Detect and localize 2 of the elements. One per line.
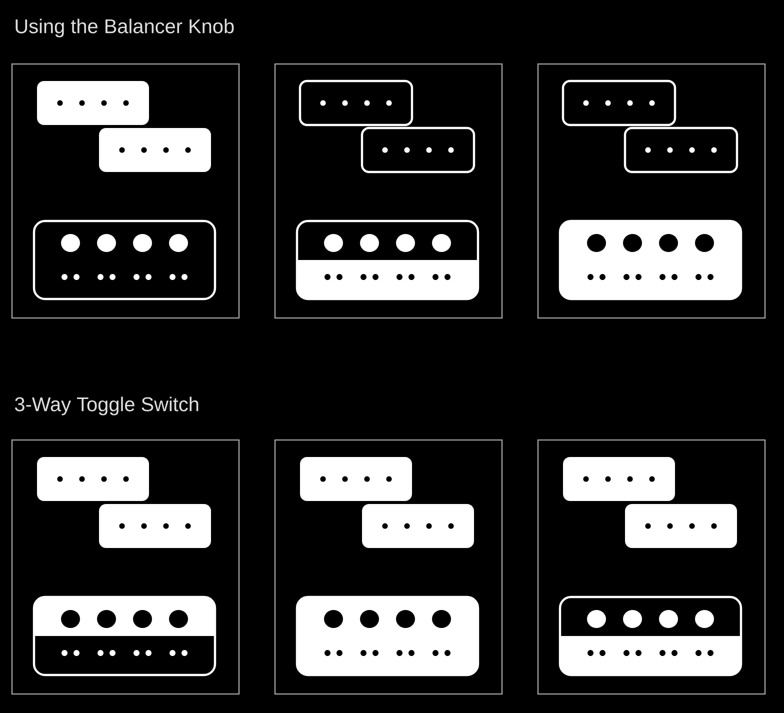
section-heading: 3-Way Toggle Switch [14, 396, 198, 416]
section-heading: Using the Balancer Knob [16, 18, 234, 38]
